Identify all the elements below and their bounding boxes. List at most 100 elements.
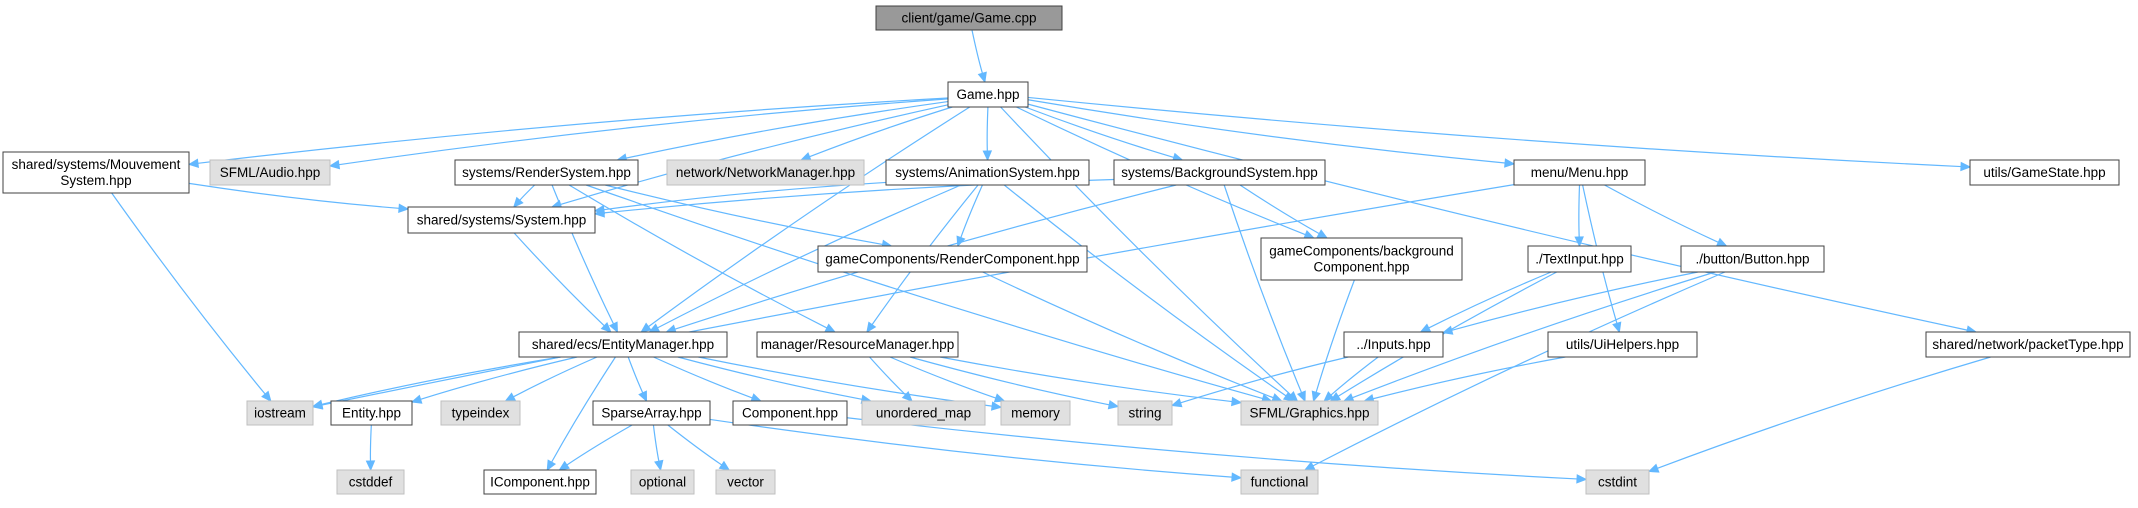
node-box <box>1585 469 1650 495</box>
node-functional: functional <box>1240 469 1319 495</box>
node-box <box>1527 245 1632 273</box>
node-iostream: iostream <box>246 400 314 426</box>
edge-button-to-functional <box>1303 271 1726 471</box>
edge-mouv-to-system <box>188 182 410 214</box>
node-inputs[interactable]: ../Inputs.hpp <box>1343 331 1444 358</box>
edge-menu-to-textinput <box>1574 184 1584 248</box>
edge-textinput-to-inputs <box>1419 271 1552 333</box>
edge-rendersys-to-sfgraphics <box>585 184 1273 404</box>
edge-sparse-to-optional <box>652 424 664 472</box>
node-label: gameComponents/RenderComponent.hpp <box>825 252 1079 267</box>
node-label: systems/BackgroundSystem.hpp <box>1121 165 1318 180</box>
node-box <box>518 331 728 358</box>
node-component[interactable]: Component.hpp <box>732 400 848 426</box>
node-box <box>1343 331 1444 358</box>
node-system[interactable]: shared/systems/System.hpp <box>407 206 596 234</box>
node-string: string <box>1117 400 1173 426</box>
node-sparse[interactable]: SparseArray.hpp <box>592 400 711 426</box>
node-box <box>756 331 959 358</box>
edge-bgsys-to-sfgraphics <box>1223 184 1306 403</box>
node-box <box>1113 159 1326 186</box>
edge-entmgr-to-entity <box>410 356 578 404</box>
node-bgsys[interactable]: systems/BackgroundSystem.hpp <box>1113 159 1326 186</box>
edge-packettype-to-cstdint <box>1647 356 1991 473</box>
node-box <box>947 81 1029 108</box>
edge-uihelpers-to-sfgraphics <box>1363 356 1566 404</box>
node-box <box>1513 159 1646 186</box>
node-label: typeindex <box>452 406 510 421</box>
edge-entmgr-to-icomp <box>546 356 616 472</box>
node-label: SFML/Graphics.hpp <box>1249 406 1369 421</box>
node-box <box>1925 331 2131 358</box>
node-label: cstddef <box>349 475 393 490</box>
edge-layer <box>111 29 1991 484</box>
node-box <box>885 159 1090 186</box>
edge-entmgr-to-component <box>653 356 762 403</box>
edge-sparse-to-vector <box>667 424 731 471</box>
node-netmgr: network/NetworkManager.hpp <box>666 159 865 186</box>
node-label: ../Inputs.hpp <box>1356 337 1430 352</box>
node-label: utils/UiHelpers.hpp <box>1566 337 1679 352</box>
edge-animsys-to-sfgraphics <box>1003 184 1295 402</box>
node-label: client/game/Game.cpp <box>901 11 1036 26</box>
node-label: System.hpp <box>60 173 131 188</box>
edge-entmgr-to-sparse <box>627 356 648 403</box>
edge-rendersys-to-rendercomp <box>605 184 893 250</box>
node-textinput[interactable]: ./TextInput.hpp <box>1527 245 1632 273</box>
node-entity[interactable]: Entity.hpp <box>330 400 413 426</box>
node-entmgr[interactable]: shared/ecs/EntityManager.hpp <box>518 331 728 358</box>
node-label: shared/systems/System.hpp <box>417 213 587 228</box>
node-label: ./TextInput.hpp <box>1535 252 1624 267</box>
node-label: memory <box>1011 406 1060 421</box>
node-box <box>715 469 776 495</box>
edge-gamehpp-to-netmgr <box>800 106 953 161</box>
node-box <box>1240 469 1319 495</box>
node-typeindex: typeindex <box>440 400 521 426</box>
node-label: systems/RenderSystem.hpp <box>462 165 631 180</box>
node-box <box>454 159 639 186</box>
edge-rendercomp-to-sfgraphics <box>982 271 1283 402</box>
node-button[interactable]: ./button/Button.hpp <box>1680 245 1825 273</box>
node-rendercomp[interactable]: gameComponents/RenderComponent.hpp <box>817 245 1088 273</box>
edge-gamehpp-to-animsys <box>982 106 993 162</box>
node-box <box>2 151 190 194</box>
edge-entmgr-to-iostream <box>311 356 561 409</box>
node-label: Component.hpp <box>1313 260 1409 275</box>
edge-gamehpp-to-menu <box>1027 99 1516 168</box>
edge-gamehpp-to-entmgr <box>640 106 971 333</box>
node-vector: vector <box>715 469 776 495</box>
node-uihelpers[interactable]: utils/UiHelpers.hpp <box>1547 331 1698 358</box>
edge-resmgr-to-memory <box>889 356 1006 403</box>
edge-bgsys-to-bgcomp <box>1239 184 1329 239</box>
node-icomp[interactable]: IComponent.hpp <box>483 469 597 495</box>
node-menu[interactable]: menu/Menu.hpp <box>1513 159 1646 186</box>
node-resmgr[interactable]: manager/ResourceManager.hpp <box>756 331 959 358</box>
node-box <box>246 400 314 426</box>
node-optional: optional <box>630 469 695 495</box>
node-label: utils/GameState.hpp <box>1983 165 2105 180</box>
node-gamestate[interactable]: utils/GameState.hpp <box>1969 159 2120 186</box>
edge-button-to-inputs <box>1441 271 1699 335</box>
node-box <box>1969 159 2120 186</box>
node-root[interactable]: client/game/Game.cpp <box>875 5 1063 31</box>
node-animsys[interactable]: systems/AnimationSystem.hpp <box>885 159 1090 186</box>
node-label: gameComponents/background <box>1269 244 1454 259</box>
node-rendersys[interactable]: systems/RenderSystem.hpp <box>454 159 639 186</box>
edge-gamehpp-to-mouv <box>187 97 949 168</box>
node-cstdint: cstdint <box>1585 469 1650 495</box>
edge-root-to-gamehpp <box>971 29 987 84</box>
node-box <box>732 400 848 426</box>
node-packettype[interactable]: shared/network/packetType.hpp <box>1925 331 2131 358</box>
edge-resmgr-to-umap <box>869 356 913 402</box>
edge-inputs-to-sfgraphics <box>1323 356 1379 402</box>
node-box <box>330 400 413 426</box>
node-label: shared/ecs/EntityManager.hpp <box>532 337 714 352</box>
edge-inputs-to-string <box>1170 356 1349 408</box>
node-box <box>817 245 1088 273</box>
node-gamehpp[interactable]: Game.hpp <box>947 81 1029 108</box>
node-label: Component.hpp <box>742 406 838 421</box>
edge-system-to-entmgr <box>513 232 612 333</box>
